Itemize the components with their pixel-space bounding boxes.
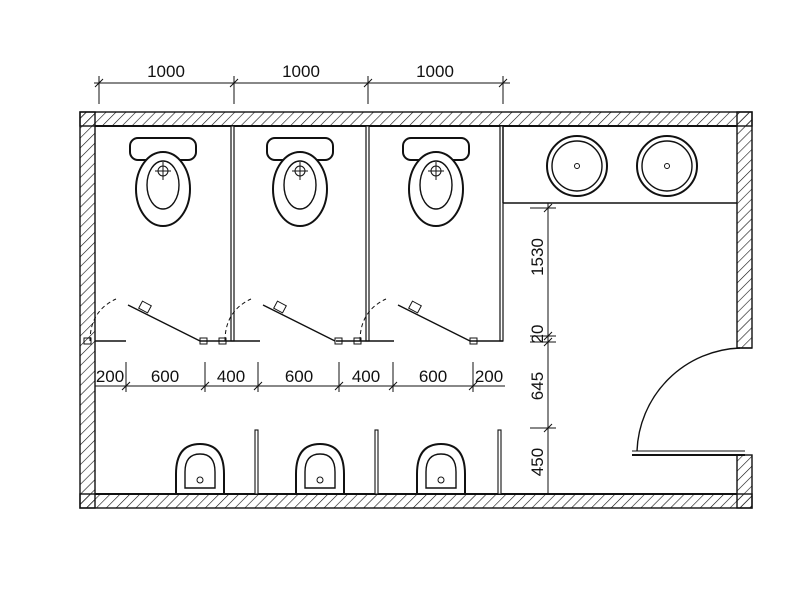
dimension-label: 1000 <box>416 62 454 81</box>
dimension-vertical: 1530 20 645 450 <box>528 203 556 494</box>
door-swing-icon <box>632 347 752 456</box>
urinal-icon <box>416 443 466 495</box>
stall-door-1 <box>83 298 208 345</box>
dimension-label: 200 <box>475 367 503 386</box>
dimension-label: 400 <box>352 367 380 386</box>
dimension-label: 20 <box>528 325 547 344</box>
urinal-icon <box>175 443 225 495</box>
stall-door-2 <box>218 298 343 345</box>
toilet-icon <box>402 137 470 227</box>
stall-partitions <box>95 125 504 342</box>
urinal-icon <box>295 443 345 495</box>
dimension-label: 400 <box>217 367 245 386</box>
dimension-label: 645 <box>528 372 547 400</box>
dimension-label: 600 <box>285 367 313 386</box>
building-walls <box>79 111 753 509</box>
stall-door-3 <box>353 298 478 345</box>
toilet-icon <box>129 137 197 227</box>
urinal-dividers <box>254 429 502 495</box>
washbasin-icon <box>546 135 608 197</box>
dimension-label: 200 <box>96 367 124 386</box>
washbasin-counter <box>502 126 737 204</box>
dimension-label: 1000 <box>282 62 320 81</box>
toilet-icon <box>266 137 334 227</box>
dimension-label: 1530 <box>528 238 547 276</box>
dimension-label: 600 <box>419 367 447 386</box>
dimension-top: 1000 1000 1000 <box>94 62 510 104</box>
dimension-label: 1000 <box>147 62 185 81</box>
dimension-label: 600 <box>151 367 179 386</box>
washbasin-icon <box>636 135 698 197</box>
dimension-label: 450 <box>528 448 547 476</box>
dimension-middle: 200 600 400 600 400 600 200 <box>95 362 505 392</box>
